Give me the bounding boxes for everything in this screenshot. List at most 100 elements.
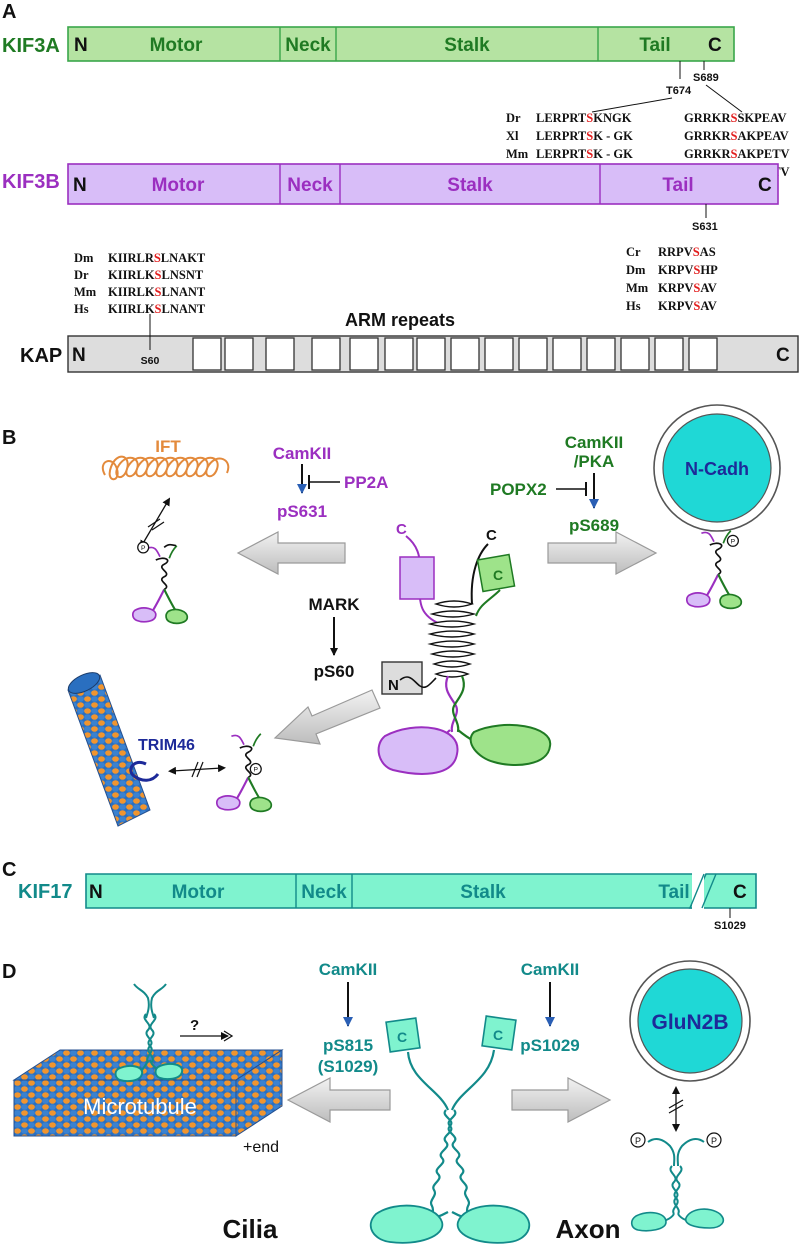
glun2b-vesicle-icon: GluN2B	[629, 960, 751, 1082]
grey-arrow-left-top	[236, 531, 346, 575]
kif3b-left-row-0-species: Dm	[74, 251, 94, 265]
kif3a-motor-label: Motor	[150, 35, 203, 56]
arm-repeat-box	[552, 337, 582, 371]
kif3a-left-row-1-pre: LERPRT	[536, 129, 587, 143]
n-cadherin-vesicle-icon: N-Cadh	[653, 404, 781, 532]
kap-n-end-label: N	[388, 677, 399, 694]
panel-c-letter: C	[2, 859, 16, 881]
camkii-label-b2: CamKII	[565, 433, 624, 452]
kif3b-motor-label: Motor	[152, 175, 205, 196]
microtubule-b-icon	[67, 672, 151, 827]
kif3-small-motor-2-icon: P	[686, 530, 743, 610]
kif3a-right-row-2-post: AKPETV	[737, 147, 789, 161]
kif3a-left-row-1-site: S	[586, 129, 593, 143]
ps60-label: pS60	[314, 662, 355, 681]
kif3b-left-row-2-pre: KIIRLK	[108, 285, 155, 299]
kif3a-right-row-1-pre: GRRKR	[684, 129, 732, 143]
kif3b-right-row-3-species: Hs	[626, 299, 641, 313]
arm-repeat-box	[224, 337, 254, 371]
kif3a-left-row-0-sequence: LERPRTSKNGK	[536, 111, 632, 125]
arm-repeat-box	[416, 337, 446, 371]
kif3a-left-row-1-post: K - GK	[593, 129, 633, 143]
kif3b-site-s631: S631	[692, 221, 718, 233]
kif3b-right-row-1-site: S	[693, 263, 700, 277]
kap-n-terminus: N	[72, 345, 86, 366]
kif17-site-s1029: S1029	[714, 920, 746, 932]
grey-arrow-right-d	[511, 1077, 612, 1123]
kif3b-left-row-3-pre: KIIRLK	[108, 302, 155, 316]
kif3b-right-row-3-pre: KRPV	[658, 299, 693, 313]
ift-label: IFT	[155, 437, 181, 456]
kif3b-left-row-1-pre: KIIRLK	[108, 268, 155, 282]
phospho-p-3: P	[254, 767, 259, 774]
kif3a-left-row-1-sequence: LERPRTSK - GK	[536, 129, 633, 143]
arm-repeat-box	[586, 337, 616, 371]
kif3b-left-row-2-sequence: KIIRLKSLNANT	[108, 285, 206, 299]
microtubule-label: Microtubule	[83, 1094, 197, 1119]
kif3a-left-row-2-post: K - GK	[593, 147, 633, 161]
kif3a-right-row-0-site: S	[731, 111, 738, 125]
kif3a-tail-label: Tail	[639, 35, 670, 56]
s1029-paren-label: (S1029)	[318, 1057, 378, 1076]
kif3a-neck-label: Neck	[285, 35, 331, 56]
arm-repeat-box	[484, 337, 514, 371]
kif17-stalk-label: Stalk	[460, 882, 506, 903]
kif17-label: KIF17	[18, 881, 72, 903]
kif3b-right-row-1-post: HP	[700, 263, 718, 277]
ift-particle-icon: IFT	[101, 437, 230, 481]
pp2a-label: PP2A	[344, 473, 388, 492]
kif17-central-dimer-icon: C C	[369, 1015, 531, 1244]
kif3b-left-row-3-sequence: KIIRLKSLNANT	[108, 302, 206, 316]
kif3b-left-row-1-site: S	[155, 268, 162, 282]
kif3b-c-terminus: C	[758, 175, 772, 196]
kif3a-left-row-0-species: Dr	[506, 111, 521, 125]
kif3b-right-row-2-post: AV	[700, 281, 716, 295]
kif3a-c-end-label: C	[486, 527, 497, 544]
grey-arrow-left-d	[286, 1077, 391, 1123]
kif3a-right-row-0-sequence: GRRKRSSKPEAV	[684, 111, 787, 125]
question-mark: ?	[190, 1017, 199, 1034]
kif3b-right-row-0-pre: RRPV	[658, 245, 693, 259]
arm-repeats-label: ARM repeats	[345, 310, 455, 330]
kif3-central-complex-icon: C C C N	[377, 521, 552, 775]
kif17-motor-label: Motor	[172, 882, 225, 903]
arm-repeat-box	[450, 337, 480, 371]
kap-site-s60: S60	[141, 355, 160, 367]
kif3b-left-row-3-site: S	[155, 302, 162, 316]
n-cadh-label: N-Cadh	[685, 459, 749, 479]
kif3a-domain-bar: KIF3A N Motor Neck Stalk Tail C	[2, 26, 735, 62]
ps689-label: pS689	[569, 516, 619, 535]
kif3a-label: KIF3A	[2, 35, 60, 57]
kap-c-terminus: C	[776, 345, 790, 366]
plus-end-label: +end	[243, 1139, 279, 1156]
kif3a-site-t674: T674	[666, 85, 692, 97]
kif3b-right-row-2-site: S	[693, 281, 700, 295]
kif3b-right-row-3-post: AV	[700, 299, 716, 313]
arm-repeat-box	[265, 337, 295, 371]
kif17-n-terminus: N	[89, 882, 103, 903]
kif3a-left-row-2-sequence: LERPRTSK - GK	[536, 147, 633, 161]
kif3b-left-row-3-post: LNANT	[162, 302, 206, 316]
camkii-label-d-right: CamKII	[521, 960, 580, 979]
arm-repeat-box	[518, 337, 548, 371]
arm-repeat-box	[688, 337, 718, 371]
kif17-neck-label: Neck	[301, 882, 347, 903]
kif3a-right-row-2-sequence: GRRKRSAKPETV	[684, 147, 790, 161]
kif3b-right-row-0-site: S	[693, 245, 700, 259]
kif17-axon-icon: P P	[630, 1132, 725, 1232]
kif3-small-motor-3-icon: P	[216, 733, 273, 813]
kap-label: KAP	[20, 345, 62, 367]
kif17-c-terminus: C	[733, 882, 747, 903]
kif3b-right-row-1-species: Dm	[626, 263, 646, 277]
kif3b-label: KIF3B	[2, 171, 60, 193]
kif3a-right-row-0-pre: GRRKR	[684, 111, 732, 125]
camkii-label-d-left: CamKII	[319, 960, 378, 979]
microtubule-d-icon: Microtubule +end	[12, 1049, 284, 1156]
phospho-p-2: P	[731, 538, 736, 545]
kif3b-right-row-0-sequence: RRPVSAS	[658, 245, 716, 259]
phospho-p-d2: P	[711, 1136, 717, 1146]
kif3a-left-row-2-site: S	[586, 147, 593, 161]
kif3b-left-row-2-post: LNANT	[162, 285, 206, 299]
kif3b-left-row-0-post: LNAKT	[161, 251, 206, 265]
